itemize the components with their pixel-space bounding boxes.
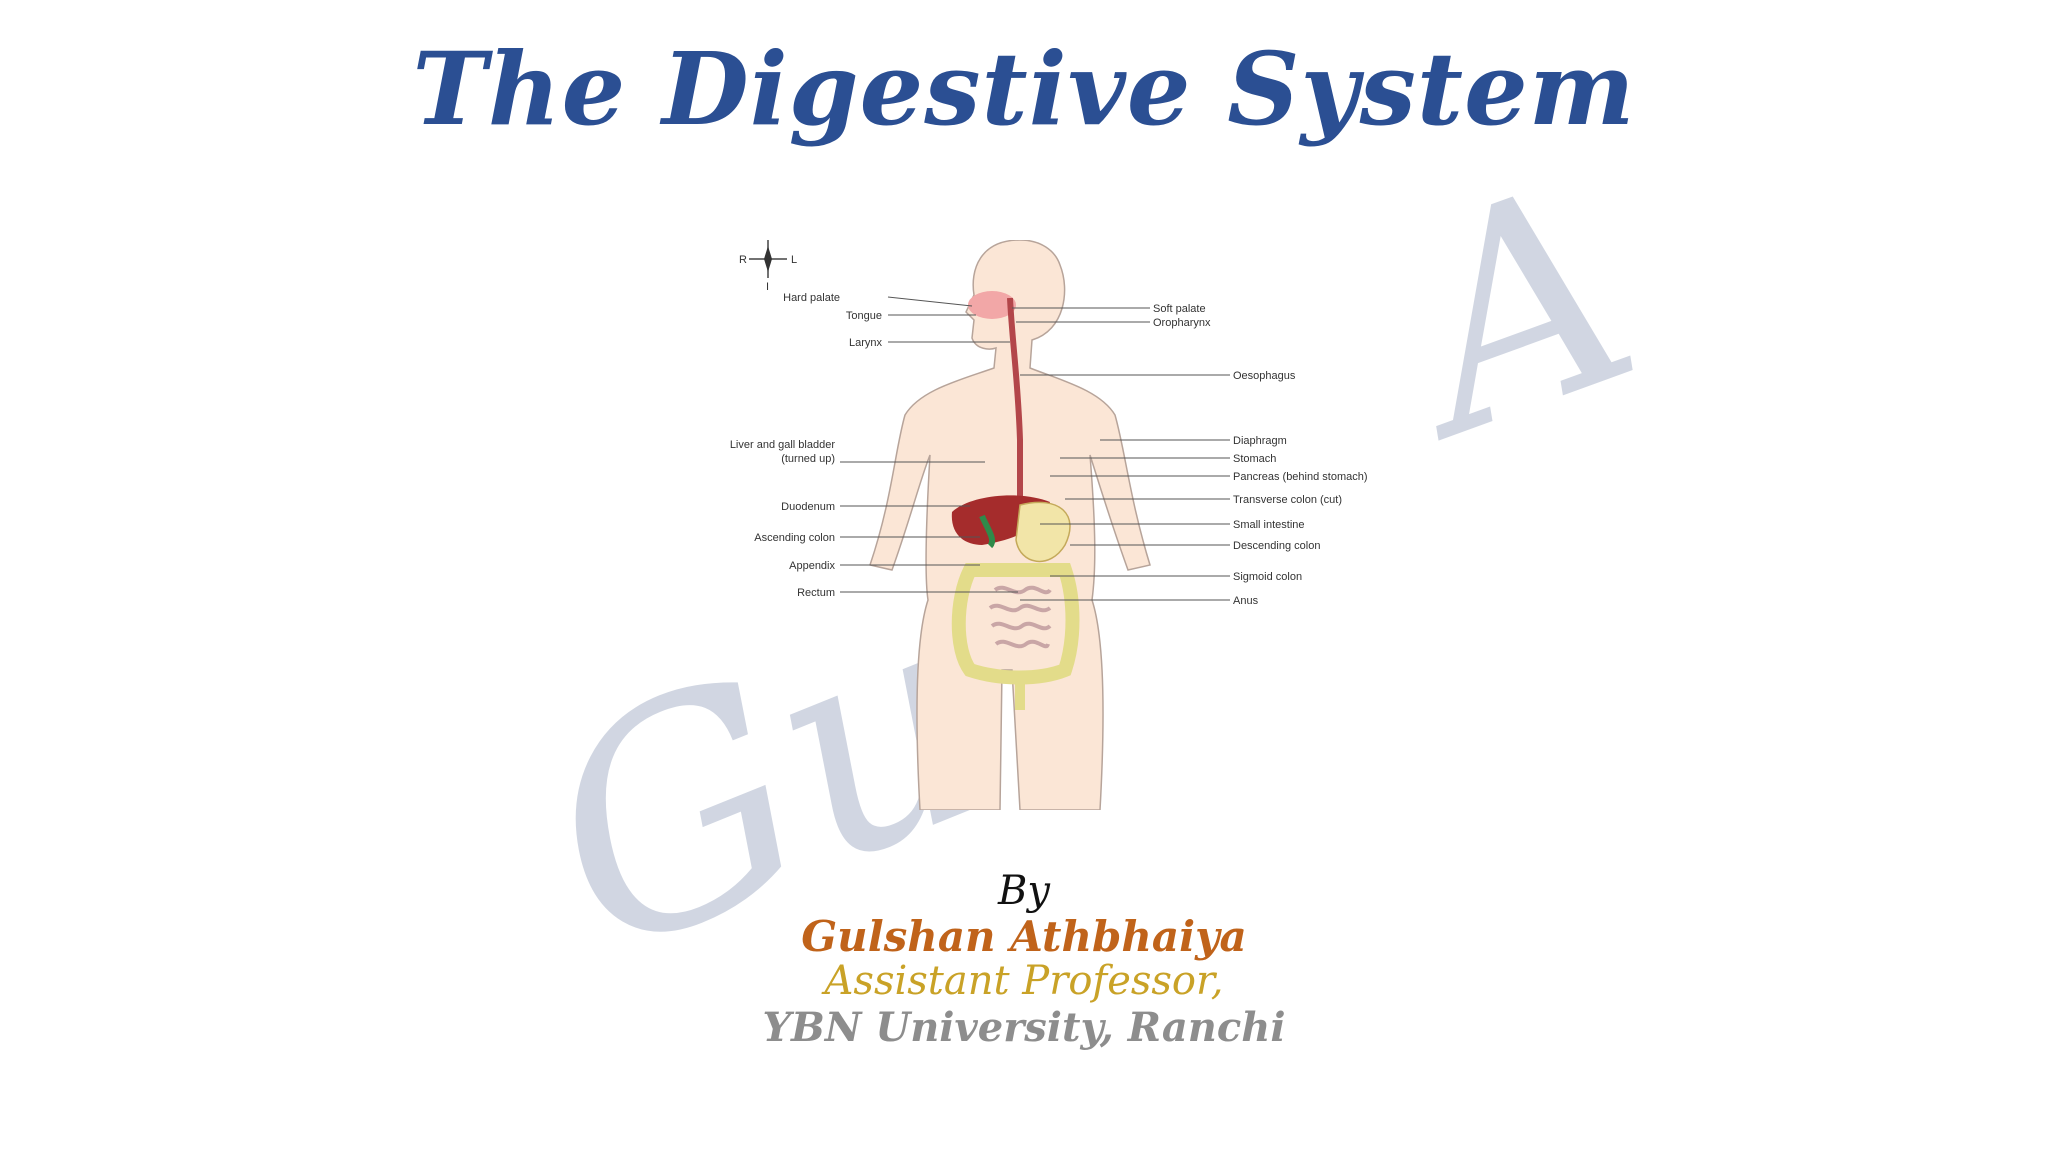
label-oesophagus: Oesophagus <box>1233 370 1296 382</box>
oral-cavity <box>968 291 1016 319</box>
label-anus: Anus <box>1233 595 1259 607</box>
label-hard-palate: Hard palate <box>783 292 840 304</box>
stomach <box>1015 501 1071 562</box>
gall-bladder <box>979 514 996 549</box>
digestive-diagram: S I R L <box>720 240 1400 810</box>
left-leaders <box>840 296 1018 593</box>
oesophagus-tube <box>1007 297 1023 510</box>
label-appendix: Appendix <box>789 560 835 572</box>
label-larynx: Larynx <box>849 337 883 349</box>
small-intestine <box>988 585 1052 649</box>
label-small-intestine: Small intestine <box>1233 519 1305 531</box>
author-institution: YBN University, Ranchi <box>762 1004 1286 1051</box>
label-liver-note: (turned up) <box>781 453 835 465</box>
compass-s: S <box>765 240 772 241</box>
compass-i: I <box>766 281 769 293</box>
watermark-right: A <box>1370 120 1672 497</box>
right-leaders <box>1012 307 1230 601</box>
label-liver: Liver and gall bladder <box>730 439 836 451</box>
label-rectum: Rectum <box>797 587 835 599</box>
label-descending-colon: Descending colon <box>1233 540 1320 552</box>
label-ascending-colon: Ascending colon <box>754 532 835 544</box>
compass-l: L <box>791 254 797 266</box>
label-transverse-colon: Transverse colon (cut) <box>1233 494 1342 506</box>
author-name: Gulshan Athbhaiya <box>801 912 1247 961</box>
byline-by: By <box>998 868 1050 914</box>
label-soft-palate: Soft palate <box>1153 303 1206 315</box>
compass-icon: S I R L <box>739 240 797 293</box>
compass-r: R <box>739 254 747 266</box>
label-tongue: Tongue <box>846 310 882 322</box>
label-stomach: Stomach <box>1233 453 1276 465</box>
label-duodenum: Duodenum <box>781 501 835 513</box>
label-oropharynx: Oropharynx <box>1153 317 1211 329</box>
anatomy-illustration: S I R L <box>730 240 1368 810</box>
author-role: Assistant Professor, <box>824 958 1224 1004</box>
slide-title: The Digestive System <box>412 30 1636 148</box>
label-pancreas: Pancreas (behind stomach) <box>1233 471 1368 483</box>
label-diaphragm: Diaphragm <box>1233 435 1287 447</box>
label-sigmoid-colon: Sigmoid colon <box>1233 571 1302 583</box>
